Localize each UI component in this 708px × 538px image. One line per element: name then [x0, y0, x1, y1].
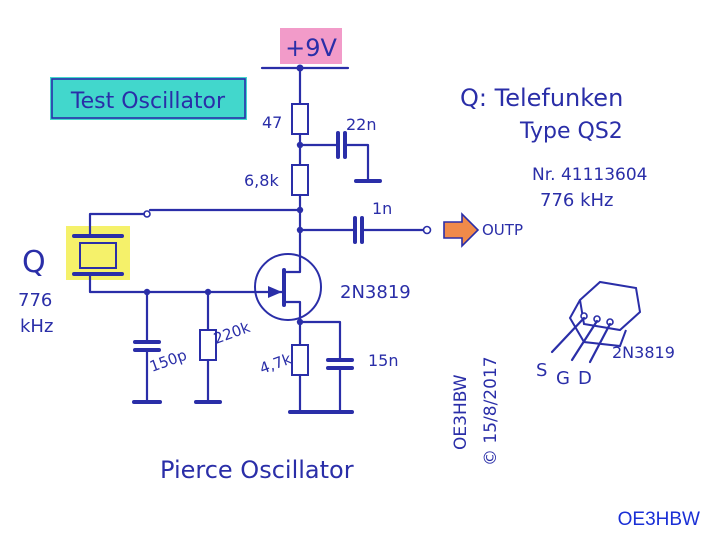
- r1-value: 47: [262, 113, 282, 132]
- title-box: Test Oscillator: [50, 77, 247, 120]
- r3-value: 220k: [211, 318, 253, 348]
- supply-rail: [260, 64, 350, 106]
- title-highlight: [50, 77, 247, 120]
- title-frame: [51, 78, 246, 119]
- jfet-gate-arrow-icon: [268, 286, 282, 298]
- resistor-r3: 220k: [194, 290, 253, 404]
- pin-s-lead: [550, 316, 586, 354]
- wire-feedback-b: [88, 212, 146, 238]
- output-label: OUTP: [482, 221, 523, 239]
- note-line-1: Q: Telefunken: [460, 84, 623, 112]
- signature-call: OE3HBW: [451, 374, 471, 450]
- jfet-source: [282, 300, 302, 324]
- crystal-freq-unit: kHz: [20, 316, 53, 337]
- note-line-2: Type QS2: [519, 119, 623, 144]
- output-arrow: OUTP: [443, 212, 523, 248]
- resistor-r4: 4,7k: [257, 320, 309, 412]
- capacitor-c1: 22n: [298, 115, 382, 183]
- pin-s-label: S: [536, 360, 547, 381]
- signature-date: © 15/8/2017: [481, 356, 501, 466]
- pinout-sketch: S G D 2N3819: [536, 280, 675, 389]
- output-arrow-icon: [443, 212, 480, 248]
- supply-highlight: [280, 28, 342, 64]
- crystal-notes: Q: Telefunken Type QS2 Nr. 41113604 776 …: [460, 84, 647, 211]
- r1-body: [291, 103, 309, 135]
- c1-wire-right: [345, 143, 370, 182]
- pinout-part-label: 2N3819: [612, 343, 675, 362]
- capacitor-c2: 1n: [298, 199, 432, 244]
- r2-value: 6,8k: [244, 171, 279, 190]
- output-terminal: [422, 225, 432, 235]
- supply-label: +9V: [285, 34, 337, 62]
- pin-g-lead: [570, 319, 599, 362]
- pin-d-label: D: [578, 368, 592, 389]
- pin-g-label: G: [556, 368, 570, 389]
- crystal-ref: Q: [22, 245, 46, 280]
- jfet-2n3819: 2N3819: [148, 253, 411, 324]
- wire-source-c4: [298, 320, 342, 360]
- c4-value: 15n: [368, 351, 399, 370]
- r4-value: 4,7k: [257, 350, 294, 378]
- resistor-r1: 47: [262, 103, 309, 135]
- footer-title: Pierce Oscillator: [160, 456, 354, 484]
- jfet-part: 2N3819: [340, 282, 411, 303]
- jfet-envelope: [254, 253, 322, 321]
- crystal-group: Q 776 kHz: [18, 226, 130, 337]
- supply-label-group: +9V: [280, 28, 342, 64]
- jfet-drain: [282, 266, 302, 274]
- title-text: Test Oscillator: [70, 89, 226, 114]
- wire-crystal-gate: [88, 272, 152, 294]
- note-line-3: Nr. 41113604: [532, 165, 647, 185]
- capacitor-c3: 150p: [132, 290, 189, 404]
- crystal-body: [79, 242, 117, 269]
- r4-body: [291, 344, 309, 376]
- watermark: OE3HBW: [618, 509, 700, 530]
- note-line-4: 776 kHz: [540, 190, 614, 211]
- capacitor-c4: 15n: [326, 351, 399, 412]
- c1-value: 22n: [346, 115, 377, 134]
- signature: OE3HBW © 15/8/2017: [451, 356, 501, 466]
- pinout-body-top: [578, 280, 642, 332]
- crystal-freq-value: 776: [18, 290, 52, 311]
- resistor-r2: 6,8k: [244, 164, 309, 196]
- c2-value: 1n: [372, 199, 392, 218]
- r2-body: [291, 164, 309, 196]
- pin-d-lead: [588, 322, 612, 364]
